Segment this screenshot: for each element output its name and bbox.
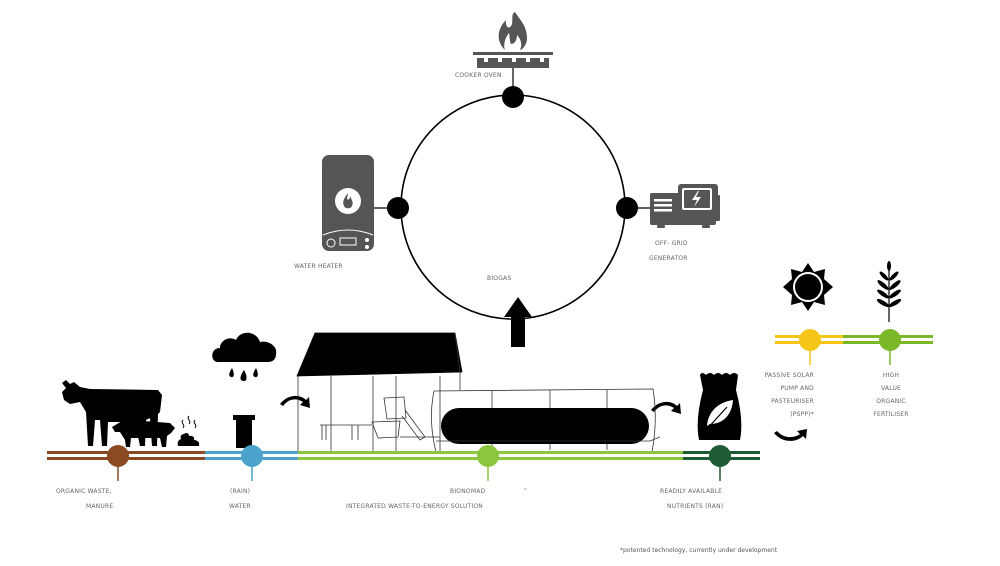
generator-label-line2: GENERATOR: [649, 255, 688, 262]
footnote: *potented technology, currently under de…: [620, 547, 778, 554]
heater-node: [387, 197, 409, 219]
solar-label-line3: PASTEURISER: [771, 398, 814, 405]
biogas-cycle-ring: [400, 94, 626, 320]
trademark-symbol: ™: [523, 487, 527, 492]
water-tank-icon: [233, 415, 255, 448]
bionomad-label-line2: INTEGRATED WASTE-TO-ENERGY SOLUTION: [346, 503, 483, 510]
livestock-icon: [62, 380, 200, 447]
fertiliser-label-line2: VALUE: [880, 385, 902, 392]
solar-label-line4: (PSPP)*: [790, 411, 814, 418]
cooker-oven-label: COOKER OVEN: [455, 72, 502, 79]
digester-tank: [441, 408, 649, 444]
water-node: [241, 445, 263, 467]
digester-rail: [436, 436, 661, 442]
bionomad-label-line1: BIONOMAD: [450, 488, 486, 495]
water-heater-label: WATER HEATER: [294, 263, 343, 270]
digester-facility-icon: [296, 332, 656, 453]
solar-node: [799, 329, 821, 351]
organic-node: [107, 445, 129, 467]
generator-icon: [650, 184, 720, 228]
solar-label-line2: PUMP AND: [780, 385, 814, 392]
rain-cloud-icon: [212, 332, 277, 382]
water-heater-icon: [322, 155, 374, 251]
fertiliser-bag-icon: [697, 373, 742, 440]
cooker-flame-icon: [473, 12, 553, 68]
generator-node: [616, 197, 638, 219]
nutrients-label-line1: READILY AVAILABLE: [660, 488, 723, 495]
nutrients-node: [709, 445, 731, 467]
biogas-up-arrow: [504, 297, 532, 347]
curved-arrow-water-to-facility: [280, 395, 310, 408]
fertiliser-label-line3: ORGANIC: [876, 398, 906, 405]
wheat-icon: [876, 261, 902, 322]
water-label-line1: (RAIN): [230, 488, 251, 495]
biogas-label: BIOGAS: [487, 275, 512, 282]
curved-arrow-facility-to-bag: [651, 401, 681, 414]
organic-waste-label-line2: MANURE: [86, 503, 114, 510]
fertiliser-label-line1: HIGH: [882, 372, 900, 379]
curved-arrow-bag-to-solar: [774, 429, 807, 441]
solar-label-line1: PASSIVE SOLAR: [764, 372, 814, 379]
organic-waste-label-line1: ORGANIC WASTE,: [56, 488, 112, 495]
water-label-line2: WATER: [229, 503, 251, 510]
fertiliser-label-line4: FERTILISER: [873, 411, 909, 418]
cooker-node: [502, 86, 524, 108]
bionomad-node: [477, 445, 499, 467]
nutrients-label-line2: NUTRIENTS (RAN): [667, 503, 724, 510]
manure-icon: [177, 415, 200, 446]
sun-icon: [783, 263, 833, 311]
fertiliser-node: [879, 329, 901, 351]
generator-label-line1: OFF- GRID: [655, 240, 688, 247]
